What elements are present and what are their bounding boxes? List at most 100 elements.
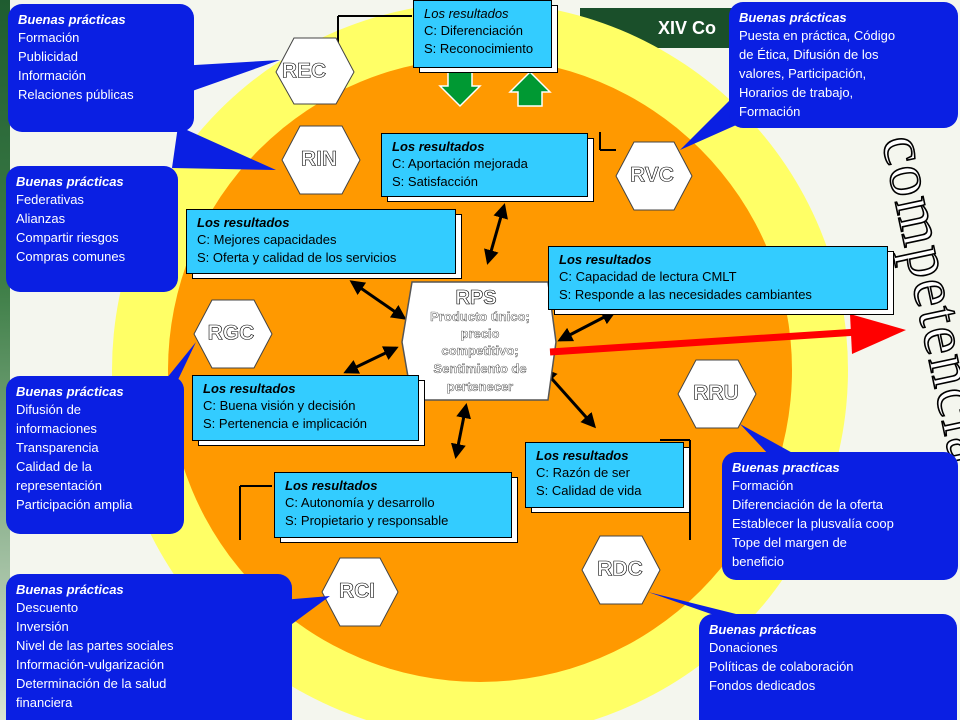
hex-rru: RRU: [677, 359, 757, 429]
pointer-rgc: [162, 342, 196, 384]
practices-rdc-item: Políticas de colaboración: [709, 659, 854, 674]
result-rru-title: Los resultados: [559, 252, 652, 267]
practices-rvc-item: de Ética, Difusión de los: [739, 47, 879, 62]
hex-rin: RIN: [281, 125, 361, 195]
practices-rin-title: Buenas prácticas: [16, 174, 124, 189]
hex-rci: RCI: [321, 557, 399, 627]
hex-rru-label: RRU: [693, 382, 739, 405]
hex-rvc: RVC: [615, 141, 693, 211]
result-rvc: Los resultados C: Aportación mejorada S:…: [381, 133, 588, 197]
practices-rci-item: financiera: [16, 695, 73, 710]
hex-rci-label: RCI: [339, 580, 375, 603]
practices-rdc-item: Donaciones: [709, 640, 778, 655]
hex-rdc: RDC: [581, 535, 661, 605]
hex-rec-label: REC: [282, 60, 326, 83]
hex-rvc-label: RVC: [630, 164, 674, 187]
result-top-s: S: Reconocimiento: [424, 41, 534, 56]
center-code: RPS: [455, 287, 496, 309]
hex-rin-label: RIN: [301, 148, 337, 171]
practices-rvc-item: Formación: [739, 104, 801, 119]
bracket-rci: [239, 485, 272, 540]
practices-rec-title: Buenas prácticas: [18, 12, 126, 27]
practices-rci: Buenas prácticas Descuento Inversión Niv…: [6, 574, 292, 720]
practices-rvc-item: Puesta en práctica, Código: [739, 28, 896, 43]
practices-rci-item: Información-vulgarización: [16, 657, 165, 672]
pointer-rru: [740, 424, 798, 456]
practices-rgc-item: Calidad de la: [16, 459, 92, 474]
practices-rci-item: Inversión: [16, 619, 69, 634]
result-rru-c: C: Capacidad de lectura CMLT: [559, 269, 737, 284]
center-line-4: Sentimiento de: [433, 361, 526, 376]
practices-rin-item: Federativas: [16, 192, 84, 207]
hex-rec: REC: [275, 37, 355, 105]
result-rru-s: S: Responde a las necesidades cambiantes: [559, 287, 812, 302]
result-rci-c: C: Autonomía y desarrollo: [285, 495, 435, 510]
practices-rru-title: Buenas practicas: [732, 460, 840, 475]
practices-rdc-item: Fondos dedicados: [709, 678, 816, 693]
practices-rin: Buenas prácticas Federativas Alianzas Co…: [6, 166, 178, 292]
practices-rec-item: Relaciones públicas: [18, 87, 134, 102]
practices-rru-item: Establecer la plusvalía coop: [732, 516, 894, 531]
practices-rvc: Buenas prácticas Puesta en práctica, Cód…: [729, 2, 958, 128]
down-exchange-arrow: [438, 71, 482, 108]
practices-rec-item: Información: [18, 68, 86, 83]
practices-rdc-title: Buenas prácticas: [709, 622, 817, 637]
pointer-rin: [172, 126, 276, 170]
result-top: Los resultados C: Diferenciación S: Reco…: [413, 0, 552, 68]
practices-rgc-item: Transparencia: [16, 440, 99, 455]
result-top-c: C: Diferenciación: [424, 23, 523, 38]
practices-rru-item: Diferenciación de la oferta: [732, 497, 884, 512]
practices-rin-item: Compartir riesgos: [16, 230, 119, 245]
hex-rgc: RGC: [193, 299, 273, 369]
practices-rgc-item: informaciones: [16, 421, 97, 436]
result-top-title: Los resultados: [424, 6, 509, 21]
practices-rgc-item: Difusión de: [16, 402, 82, 417]
result-rci: Los resultados C: Autonomía y desarrollo…: [274, 472, 512, 538]
result-rdc-title: Los resultados: [536, 448, 629, 463]
practices-rdc: Buenas prácticas Donaciones Políticas de…: [699, 614, 957, 720]
center-line-2: precio: [460, 326, 499, 341]
link-rps-rru: [557, 310, 617, 342]
result-rgc-s: S: Pertenencia e implicación: [203, 416, 368, 431]
result-rci-title: Los resultados: [285, 478, 378, 493]
practices-rci-item: Nivel de las partes sociales: [16, 638, 174, 653]
practices-rvc-item: valores, Participación,: [739, 66, 867, 81]
result-rgc: Los resultados C: Buena visión y decisió…: [192, 375, 419, 441]
result-rin-title: Los resultados: [197, 215, 290, 230]
center-line-3: competitivo;: [441, 343, 518, 358]
result-rci-s: S: Propietario y responsable: [285, 513, 449, 528]
result-rin: Los resultados C: Mejores capacidades S:…: [186, 209, 456, 274]
result-rin-c: C: Mejores capacidades: [197, 232, 337, 247]
link-rps-rin: [349, 280, 407, 320]
link-rps-rci: [450, 403, 472, 459]
practices-rgc-item: representación: [16, 478, 102, 493]
practices-rru-item: Formación: [732, 478, 794, 493]
competition-arrow-shaft: [549, 328, 859, 356]
result-rvc-title: Los resultados: [392, 139, 485, 154]
practices-rec-item: Publicidad: [18, 49, 78, 64]
practices-rci-title: Buenas prácticas: [16, 582, 124, 597]
bracket-rvc: [599, 132, 616, 151]
link-rps-rdc: [542, 367, 596, 429]
practices-rgc: Buenas prácticas Difusión de informacion…: [6, 376, 184, 534]
result-rvc-s: S: Satisfacción: [392, 174, 478, 189]
result-rgc-title: Los resultados: [203, 381, 296, 396]
competition-arrow-head: [850, 314, 906, 354]
result-rdc-c: C: Razón de ser: [536, 465, 630, 480]
practices-rgc-title: Buenas prácticas: [16, 384, 124, 399]
practices-rin-item: Compras comunes: [16, 249, 126, 264]
practices-rci-item: Descuento: [16, 600, 79, 615]
hex-rgc-label: RGC: [208, 322, 255, 345]
center-line-1: Producto único;: [430, 309, 530, 324]
practices-rec-item: Formación: [18, 30, 80, 45]
center-line-5: pertenecer: [447, 379, 513, 394]
result-rvc-c: C: Aportación mejorada: [392, 156, 528, 171]
practices-rru-item: beneficio: [732, 554, 785, 569]
practices-rru-item: Tope del margen de: [732, 535, 847, 550]
pointer-rec: [178, 60, 280, 96]
bracket-rdc: [660, 439, 691, 540]
practices-rvc-item: Horarios de trabajo,: [739, 85, 854, 100]
result-rdc: Los resultados C: Razón de ser S: Calida…: [525, 442, 684, 508]
practices-rru: Buenas practicas Formación Diferenciació…: [722, 452, 958, 580]
